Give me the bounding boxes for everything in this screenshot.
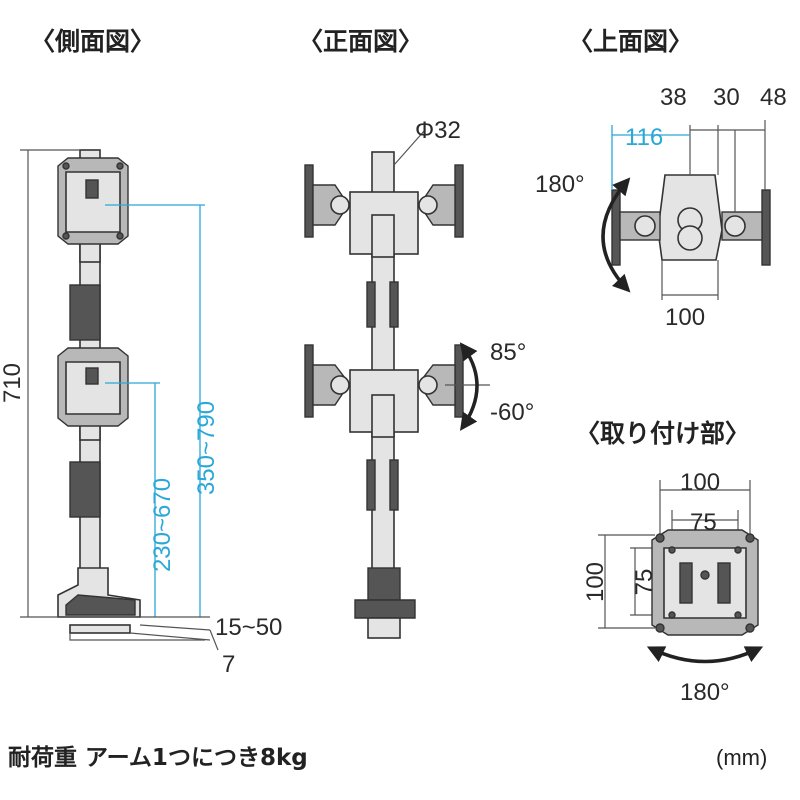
tilt-arrow xyxy=(459,342,479,431)
dim-tilt-down: -60° xyxy=(490,399,534,426)
title-front-view: 〈正面図〉 xyxy=(298,27,423,56)
rotation-arrow-mount xyxy=(646,646,764,664)
title-side-view: 〈側面図〉 xyxy=(30,27,155,56)
dim-range-upper: 350~790 xyxy=(193,401,220,495)
side-view-dimensions xyxy=(20,149,219,651)
dim-total-height: 710 xyxy=(0,363,26,403)
dim-top-38: 38 xyxy=(660,84,687,111)
front-view-drawing xyxy=(304,129,490,639)
dim-pole-diameter: Φ32 xyxy=(415,117,461,144)
dim-clamp-thickness: 7 xyxy=(222,651,235,678)
mount-plate-drawing xyxy=(598,480,759,636)
dim-clamp-range: 15~50 xyxy=(215,614,282,641)
unit-label: (mm) xyxy=(716,745,767,770)
dim-mount-inner-width: 75 xyxy=(690,509,717,536)
dim-tilt-up: 85° xyxy=(490,339,526,366)
dim-top-30: 30 xyxy=(713,84,740,111)
top-view-drawing xyxy=(611,120,771,300)
side-view-drawing xyxy=(57,149,205,641)
dim-mount-outer-height: 100 xyxy=(582,562,609,602)
dim-top-rotation: 180° xyxy=(535,171,585,198)
title-top-view: 〈上面図〉 xyxy=(568,27,693,56)
rotation-arrow-top xyxy=(601,177,631,293)
dim-range-lower: 230~670 xyxy=(149,478,176,572)
dim-mount-rotation: 180° xyxy=(680,679,730,706)
load-capacity-note: 耐荷重 アーム1つにつき8kg xyxy=(8,745,308,771)
dim-mount-inner-height: 75 xyxy=(631,569,658,596)
dim-top-116: 116 xyxy=(625,124,663,151)
dim-mount-outer-width: 100 xyxy=(680,469,720,496)
title-mount-part: 〈取り付け部〉 xyxy=(575,419,750,448)
dim-top-48: 48 xyxy=(760,84,787,111)
dim-top-100: 100 xyxy=(665,304,705,331)
